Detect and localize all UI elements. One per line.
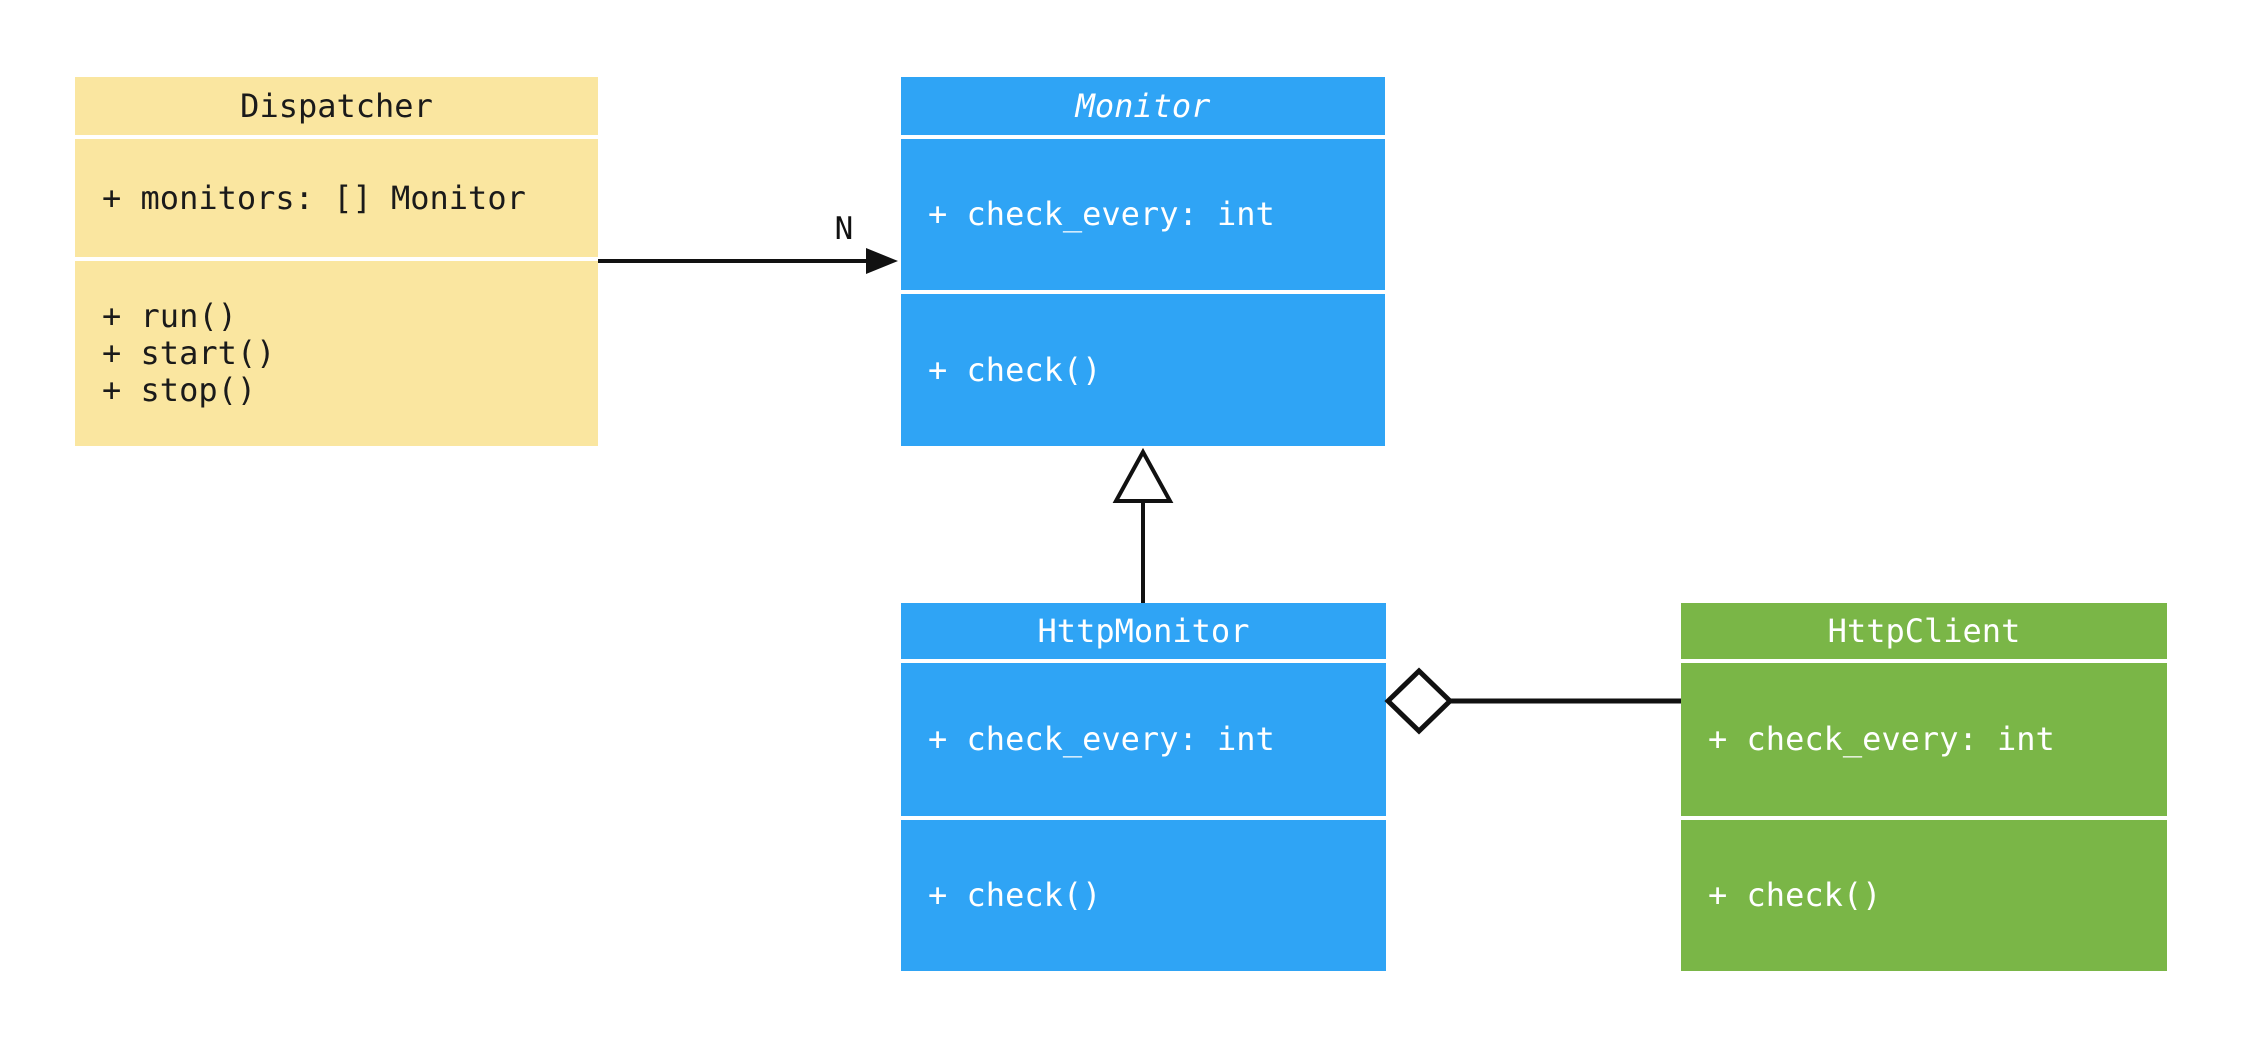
class-name-label: HttpClient (1827, 612, 2021, 650)
class-box-httpclient: HttpClient + check_every: int + check() (1681, 603, 2167, 971)
generalization-triangle-icon (1112, 447, 1174, 503)
attribute-line: + check_every: int (1708, 720, 2055, 758)
class-title-dispatcher: Dispatcher (75, 77, 598, 135)
aggregation-diamond-icon (1384, 667, 1454, 735)
method-line: + check() (1708, 876, 1882, 914)
class-methods-monitor: + check() (901, 294, 1385, 446)
multiplicity-label: N (834, 211, 854, 247)
attribute-line: + check_every: int (928, 195, 1275, 233)
method-line: + run() (102, 297, 237, 335)
class-name-label: Dispatcher (240, 87, 433, 125)
class-name-label: Monitor (1075, 87, 1211, 125)
attribute-line: + monitors: [] Monitor (102, 178, 526, 217)
class-title-monitor: Monitor (901, 77, 1385, 135)
class-title-httpmonitor: HttpMonitor (901, 603, 1386, 659)
class-box-httpmonitor: HttpMonitor + check_every: int + check() (901, 603, 1386, 971)
attribute-line: + check_every: int (928, 720, 1275, 758)
class-attributes-dispatcher: + monitors: [] Monitor (75, 139, 598, 257)
class-attributes-httpmonitor: + check_every: int (901, 663, 1386, 816)
method-line: + check() (928, 876, 1102, 914)
class-attributes-monitor: + check_every: int (901, 139, 1385, 290)
method-line: + stop() (102, 371, 257, 409)
class-name-label: HttpMonitor (1037, 612, 1250, 650)
class-title-httpclient: HttpClient (1681, 603, 2167, 659)
class-methods-dispatcher: + run() + start() + stop() (75, 261, 598, 446)
class-methods-httpmonitor: + check() (901, 820, 1386, 971)
class-attributes-httpclient: + check_every: int (1681, 663, 2167, 816)
class-box-monitor: Monitor + check_every: int + check() (901, 77, 1385, 446)
class-box-dispatcher: Dispatcher + monitors: [] Monitor + run(… (75, 77, 598, 446)
class-methods-httpclient: + check() (1681, 820, 2167, 971)
method-line: + check() (928, 350, 1102, 389)
method-line: + start() (102, 334, 276, 372)
association-arrowhead-icon (866, 248, 898, 274)
